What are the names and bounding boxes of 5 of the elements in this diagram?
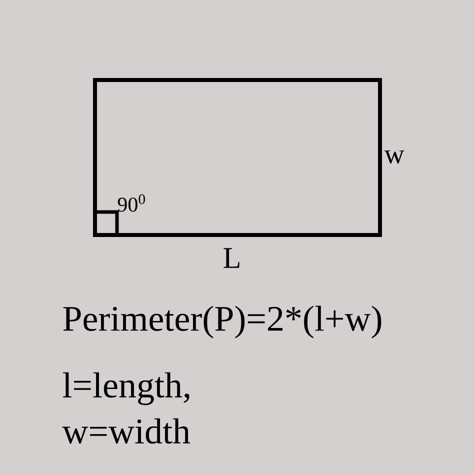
angle-label: 90$^{0}$	[118, 194, 145, 212]
formula-text: Perimeter(P)=2*(l+w)	[63, 306, 382, 338]
dimension-label: L	[224, 248, 240, 268]
legend-text: l=length, w=width	[62, 372, 190, 444]
dimension-label: w	[384, 150, 404, 164]
